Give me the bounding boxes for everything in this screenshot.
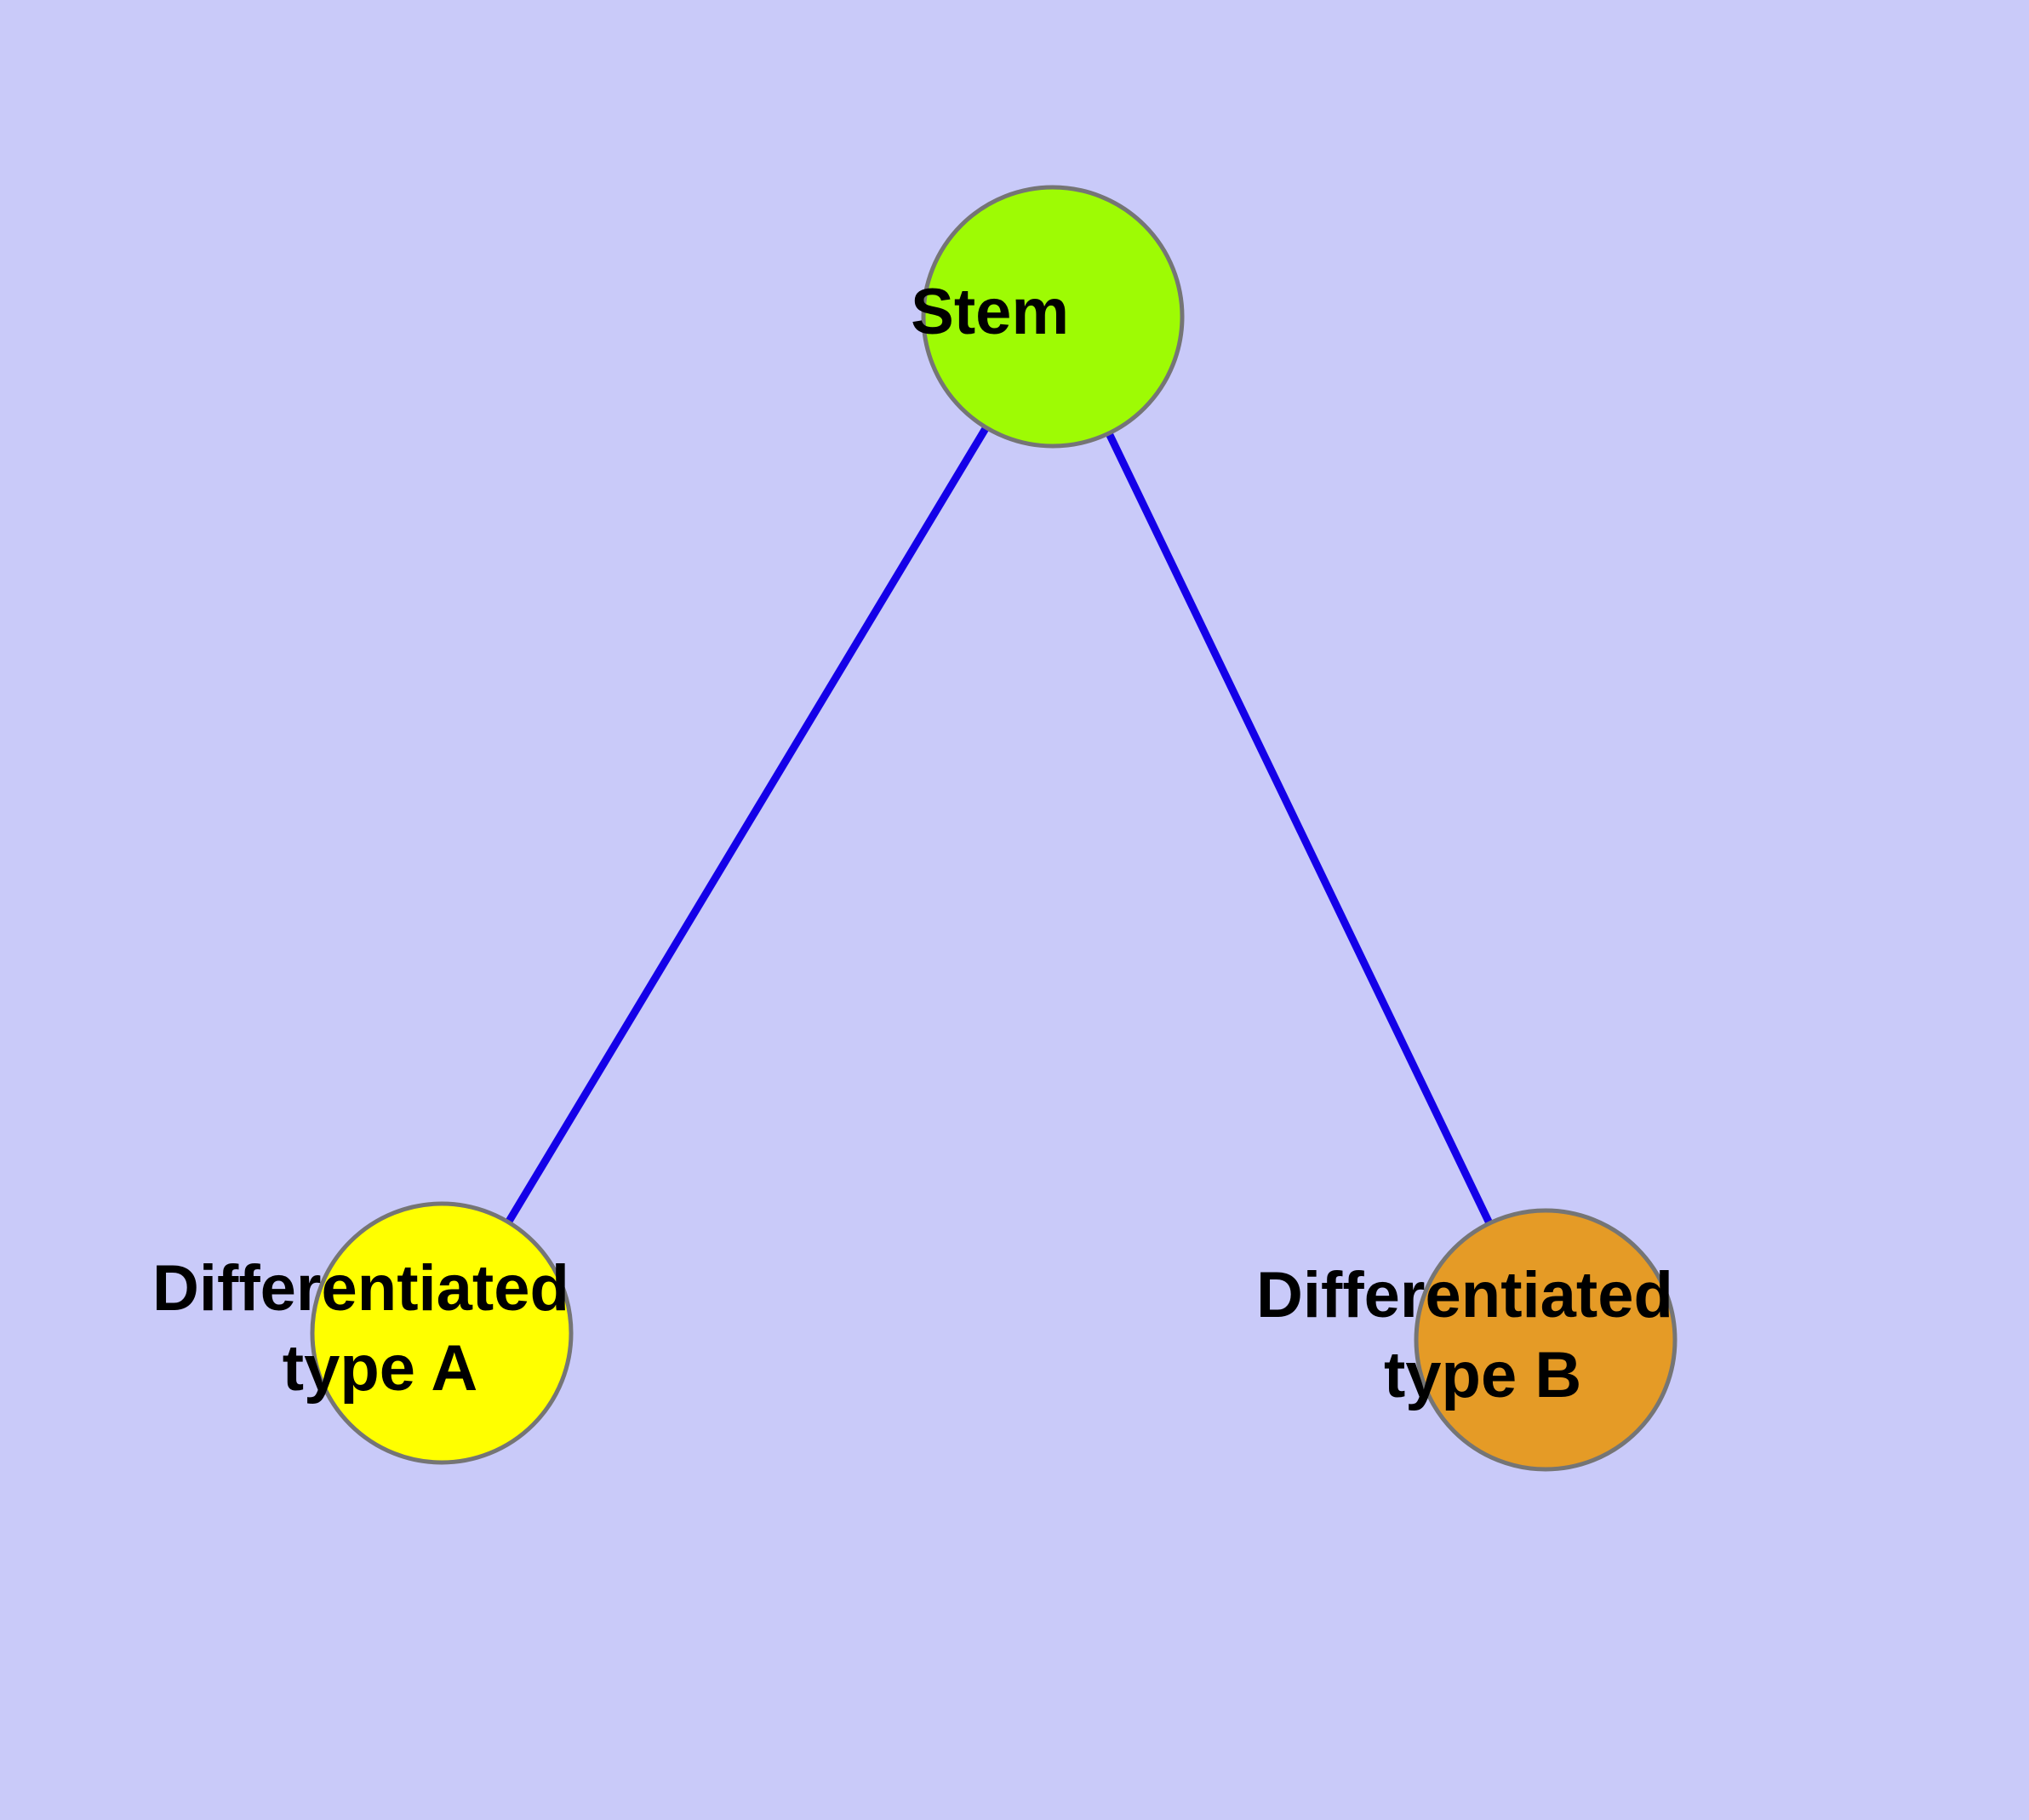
node-stem-circle[interactable] xyxy=(921,185,1185,449)
node-diff-a-label: Differentiated type A xyxy=(152,0,731,1405)
node-diff-b[interactable] xyxy=(1414,1208,1677,1472)
node-diff-b-label-line-1: Differentiated xyxy=(1256,1259,1673,1331)
node-stem-label: Stem xyxy=(911,0,1195,348)
node-diff-a[interactable] xyxy=(310,1201,574,1465)
node-stem-label-line-1: Stem xyxy=(911,276,1069,348)
label-layer: Stem Differentiated type A Differentiate… xyxy=(152,0,1835,1411)
node-diff-a-label-line-2: type A xyxy=(283,1332,477,1405)
node-diff-a-circle[interactable] xyxy=(310,1201,574,1465)
edge-stem-to-diff-b[interactable] xyxy=(1049,315,1550,1342)
node-diff-b-label: Differentiated type B xyxy=(1256,0,1835,1411)
node-stem[interactable] xyxy=(921,185,1185,449)
node-diff-b-circle[interactable] xyxy=(1414,1208,1677,1472)
node-diff-b-label-line-2: type B xyxy=(1384,1339,1581,1411)
node-diff-a-label-line-1: Differentiated xyxy=(152,1252,569,1325)
edge-stem-to-diff-a[interactable] xyxy=(438,314,1056,1336)
edge-layer xyxy=(438,314,1550,1342)
node-layer xyxy=(310,185,1677,1472)
